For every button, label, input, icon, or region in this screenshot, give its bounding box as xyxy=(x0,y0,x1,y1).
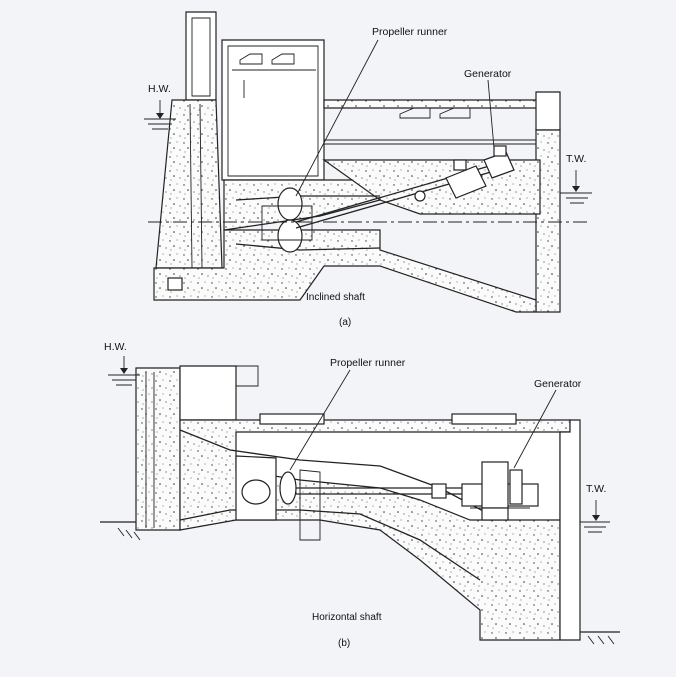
generator-a xyxy=(445,145,515,199)
tailwater-label-a: T.W. xyxy=(566,153,586,165)
generator-label-b: Generator xyxy=(534,378,582,390)
figure-a-inclined-shaft: Propeller runner Generator H.W. T.W. Inc… xyxy=(144,11,592,328)
shaft-label-b: Horizontal shaft xyxy=(312,612,382,623)
horizontal-shaft xyxy=(296,483,486,499)
ground-left-hatch xyxy=(117,527,141,541)
ground-right-hatch xyxy=(587,635,615,645)
runner-leader-b xyxy=(289,369,351,471)
headwater-b xyxy=(108,356,140,386)
generator-b xyxy=(461,461,539,521)
intake-b xyxy=(135,365,259,531)
generator-label-a: Generator xyxy=(464,68,512,80)
headwater-a xyxy=(144,100,176,130)
runner-leader-a xyxy=(295,39,379,197)
figure-b-horizontal-shaft: Propeller runner Generator H.W. T.W. Hor… xyxy=(100,341,620,649)
caption-a: (a) xyxy=(339,317,351,328)
tailwater-b xyxy=(580,500,610,533)
runner-label-a: Propeller runner xyxy=(372,26,448,38)
caption-b: (b) xyxy=(338,638,350,649)
shaft-label-a: Inclined shaft xyxy=(306,292,365,303)
headwater-label-b: H.W. xyxy=(104,341,127,353)
generator-leader-a xyxy=(487,79,495,149)
tailwater-label-b: T.W. xyxy=(586,483,606,495)
intake-tower xyxy=(155,11,223,269)
tailrace-pier-a xyxy=(535,91,561,313)
runner-label-b: Propeller runner xyxy=(330,357,406,369)
tailwater-a xyxy=(560,170,592,204)
powerhouse-a xyxy=(221,39,541,181)
water-passage-b xyxy=(179,429,501,581)
headwater-label-a: H.W. xyxy=(148,83,171,95)
generator-leader-b xyxy=(513,389,557,469)
powerhouse-b xyxy=(179,413,581,641)
